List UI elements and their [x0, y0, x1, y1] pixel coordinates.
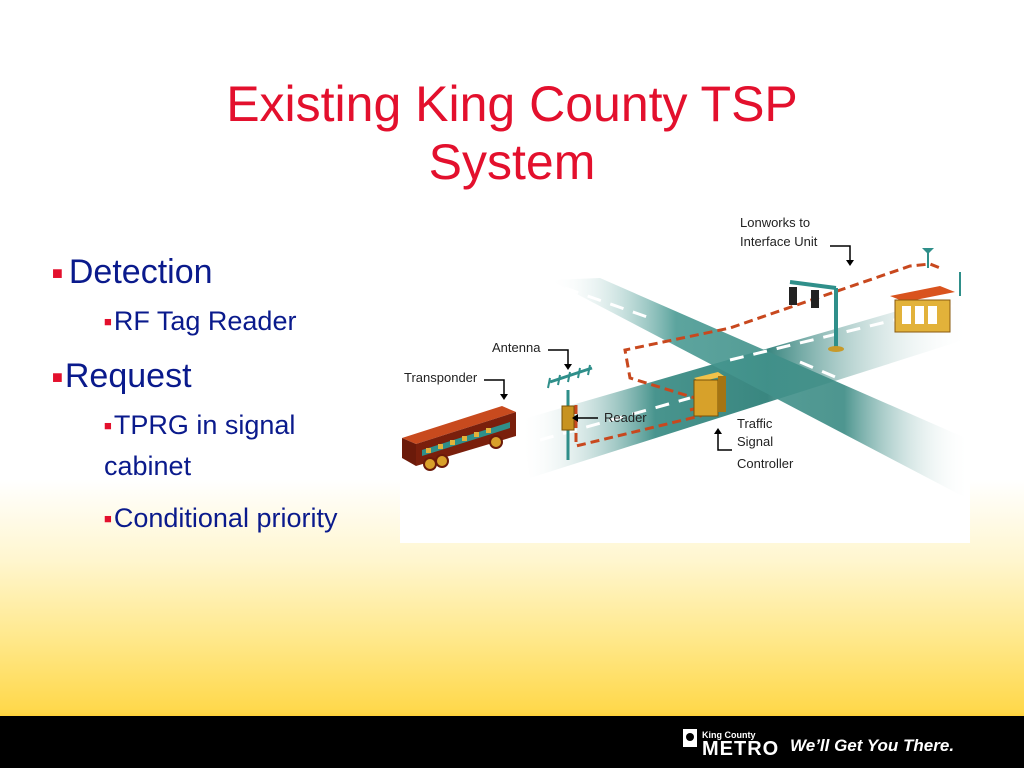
title-line-2: System — [428, 134, 596, 190]
sub-bullet-text: TPRG in signal cabinet — [104, 410, 296, 481]
bullet-detection-text: Detection — [68, 253, 213, 291]
bullet-square-icon: ■ — [52, 367, 63, 387]
label-controller-2: Signal — [737, 434, 773, 449]
slide-title: Existing King County TSP System — [0, 75, 1024, 191]
label-controller-3: Controller — [737, 456, 794, 471]
arrow-heads — [500, 260, 854, 434]
logo-county-text: King County — [702, 730, 756, 740]
sub-bullet-text: Conditional priority — [113, 503, 338, 533]
label-transponder: Transponder — [404, 370, 478, 385]
bullet-list: ■Detection ■RF Tag Reader ■Request ■TPRG… — [52, 250, 382, 551]
logo-metro-text: METRO — [702, 738, 780, 760]
bullet-detection: ■Detection — [52, 250, 382, 295]
label-lonworks-2: Interface Unit — [740, 234, 818, 249]
interface-unit-shelter — [890, 248, 961, 333]
bullet-request-text: Request — [64, 357, 192, 395]
crown-icon — [683, 729, 697, 747]
comm-wire — [574, 262, 941, 448]
road-cross — [550, 278, 970, 500]
tsp-system-diagram: Lonworks to Interface Unit Antenna Trans… — [400, 210, 970, 543]
label-antenna: Antenna — [492, 340, 541, 355]
bus — [402, 406, 516, 471]
sub-bullet-tprg: ■TPRG in signal cabinet — [104, 405, 382, 486]
title-line-1: Existing King County TSP — [226, 76, 798, 132]
footer-slogan: We’ll Get You There. — [790, 736, 955, 755]
sub-bullet-conditional: ■Conditional priority — [104, 498, 382, 539]
footer-bar: King County METRO We’ll Get You There. — [0, 716, 1024, 768]
bullet-request: ■Request — [52, 354, 382, 399]
label-reader: Reader — [604, 410, 647, 425]
antenna-reader-pole — [547, 364, 593, 460]
bullet-square-icon: ■ — [104, 314, 112, 329]
bullet-square-icon: ■ — [52, 263, 63, 283]
callout-arrows — [484, 245, 851, 451]
signal-controller-cabinet — [693, 372, 726, 417]
bullet-square-icon: ■ — [104, 418, 112, 433]
bullet-square-icon: ■ — [104, 511, 112, 526]
label-lonworks-1: Lonworks to — [740, 215, 810, 230]
diagram-svg: Lonworks to Interface Unit Antenna Trans… — [402, 215, 970, 500]
sub-bullet-rf-tag-reader: ■RF Tag Reader — [104, 301, 382, 342]
label-controller-1: Traffic — [737, 416, 773, 431]
sub-bullet-text: RF Tag Reader — [113, 306, 297, 336]
signal-mast — [789, 280, 844, 352]
